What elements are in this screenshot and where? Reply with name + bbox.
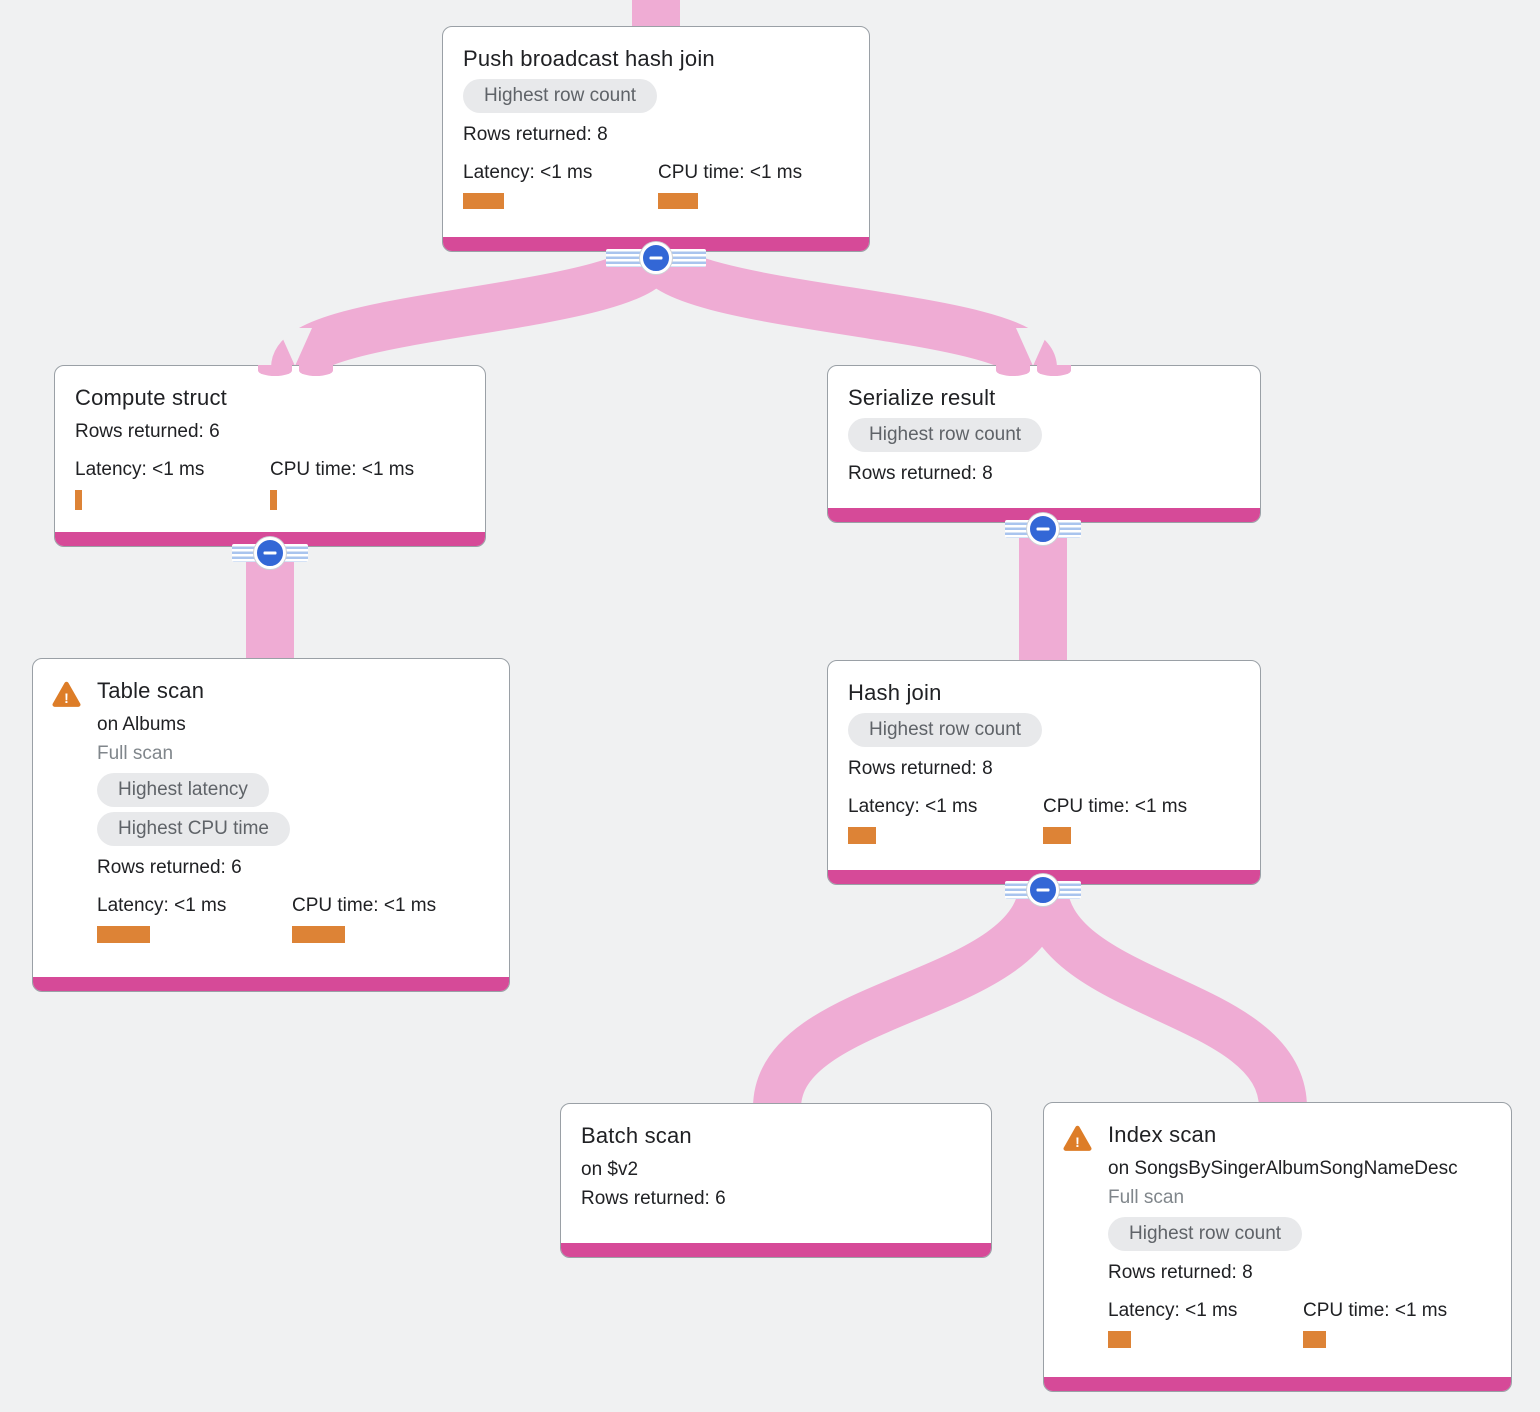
node-hash-join[interactable]: Hash join Highest row count Rows returne… [827,660,1261,885]
node-compute-struct[interactable]: Compute struct Rows returned: 6 Latency:… [54,365,486,547]
badge-highest-row-count: Highest row count [1108,1217,1303,1251]
latency-bar [75,490,82,510]
exclamation-glyph: ! [1075,1134,1080,1150]
node-index-scan[interactable]: ! Index scan on SongsBySingerAlbumSongNa… [1043,1102,1512,1392]
badge-highest-cpu-time: Highest CPU time [97,812,290,846]
collapse-control[interactable] [606,242,706,274]
node-title: Hash join [848,680,942,705]
cpu-time-label: CPU time: <1 ms [292,895,437,916]
collapse-button[interactable] [1027,874,1059,906]
node-title: Push broadcast hash join [463,46,715,71]
latency-label: Latency: <1 ms [75,459,205,480]
node-title: Index scan [1108,1122,1217,1147]
collapse-button[interactable] [1027,513,1059,545]
ribbon-drip [996,365,1030,376]
latency-bar [848,827,876,844]
scan-type: Full scan [1108,1187,1185,1208]
node-target: on Albums [97,714,186,735]
latency-label: Latency: <1 ms [1108,1300,1238,1321]
badge-highest-latency: Highest latency [97,773,269,807]
edge-hash-join-to-batch-scan [753,879,1067,1111]
node-target: on SongsBySingerAlbumSongNameDesc [1108,1158,1458,1179]
minus-icon [1036,527,1050,531]
latency-label: Latency: <1 ms [97,895,227,916]
cpu-time-label: CPU time: <1 ms [658,162,803,183]
node-serialize-result[interactable]: Serialize result Highest row count Rows … [827,365,1261,523]
rows-returned: Rows returned: 6 [75,421,220,442]
minus-icon [649,256,663,260]
minus-icon [263,551,277,555]
node-title: Batch scan [581,1123,692,1148]
warning-icon: ! [1063,1125,1092,1151]
edge-hash-join-to-index-scan [1019,880,1307,1111]
warning-icon: ! [52,681,81,707]
cpu-time-label: CPU time: <1 ms [1303,1300,1448,1321]
ribbon-drip [299,365,333,376]
rows-returned: Rows returned: 6 [97,857,242,878]
ribbon-drip [1037,365,1071,376]
node-title: Compute struct [75,385,227,410]
node-accent-bar [561,1243,991,1257]
cpu-time-label: CPU time: <1 ms [270,459,415,480]
rows-returned: Rows returned: 8 [463,124,608,145]
rows-returned: Rows returned: 6 [581,1188,726,1209]
badge-highest-row-count: Highest row count [848,418,1043,452]
node-title: Table scan [97,678,205,703]
cpu-time-bar [658,193,698,209]
edge-join-to-serialize-result [632,242,1057,378]
node-batch-scan[interactable]: Batch scan on $v2 Rows returned: 6 [560,1103,992,1258]
latency-label: Latency: <1 ms [463,162,593,183]
node-title: Serialize result [848,385,996,410]
cpu-time-bar [270,490,277,510]
latency-bar [463,193,504,209]
node-push-broadcast-hash-join[interactable]: Push broadcast hash join Highest row cou… [442,26,870,252]
cpu-time-bar [292,926,345,943]
latency-bar [1108,1331,1131,1348]
rows-returned: Rows returned: 8 [1108,1262,1253,1283]
node-target: on $v2 [581,1159,639,1180]
latency-label: Latency: <1 ms [848,796,978,817]
cpu-time-bar [1303,1331,1326,1348]
rows-returned: Rows returned: 8 [848,463,993,484]
minus-icon [1036,888,1050,892]
scan-type: Full scan [97,743,174,764]
node-table-scan[interactable]: ! Table scan on Albums Full scan Highest… [32,658,510,992]
edge-join-to-compute-struct [271,242,680,377]
latency-bar [97,926,150,943]
badge-highest-row-count: Highest row count [463,79,658,113]
badge-highest-row-count: Highest row count [848,713,1043,747]
collapse-button[interactable] [254,537,286,569]
collapse-button[interactable] [640,242,672,274]
cpu-time-label: CPU time: <1 ms [1043,796,1188,817]
collapse-control[interactable] [1005,874,1081,906]
rows-returned: Rows returned: 8 [848,758,993,779]
collapse-control[interactable] [1005,513,1081,545]
collapse-control[interactable] [232,537,308,569]
cpu-time-bar [1043,827,1071,844]
node-accent-bar [1044,1377,1511,1391]
ribbon-drip [258,365,292,376]
node-accent-bar [33,977,509,991]
exclamation-glyph: ! [64,690,69,706]
